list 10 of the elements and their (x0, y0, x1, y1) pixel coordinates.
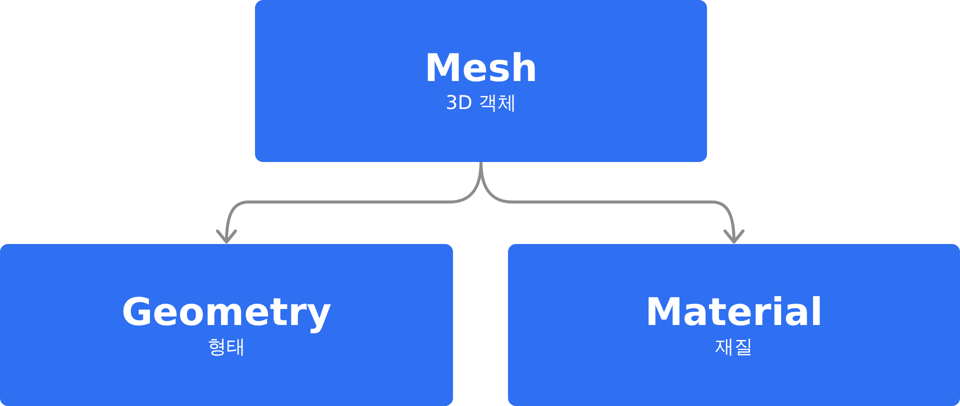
box-subtitle: 재질 (715, 335, 753, 360)
box-subtitle: 형태 (208, 335, 246, 360)
box-title: Mesh (424, 46, 538, 90)
box-title: Material (645, 290, 823, 334)
process-box (508, 244, 960, 406)
box-title: Geometry (121, 290, 332, 334)
box-subtitle: 3D 객체 (446, 91, 516, 116)
process-box (0, 244, 453, 406)
process-box (255, 0, 707, 162)
arrow (480, 162, 744, 244)
